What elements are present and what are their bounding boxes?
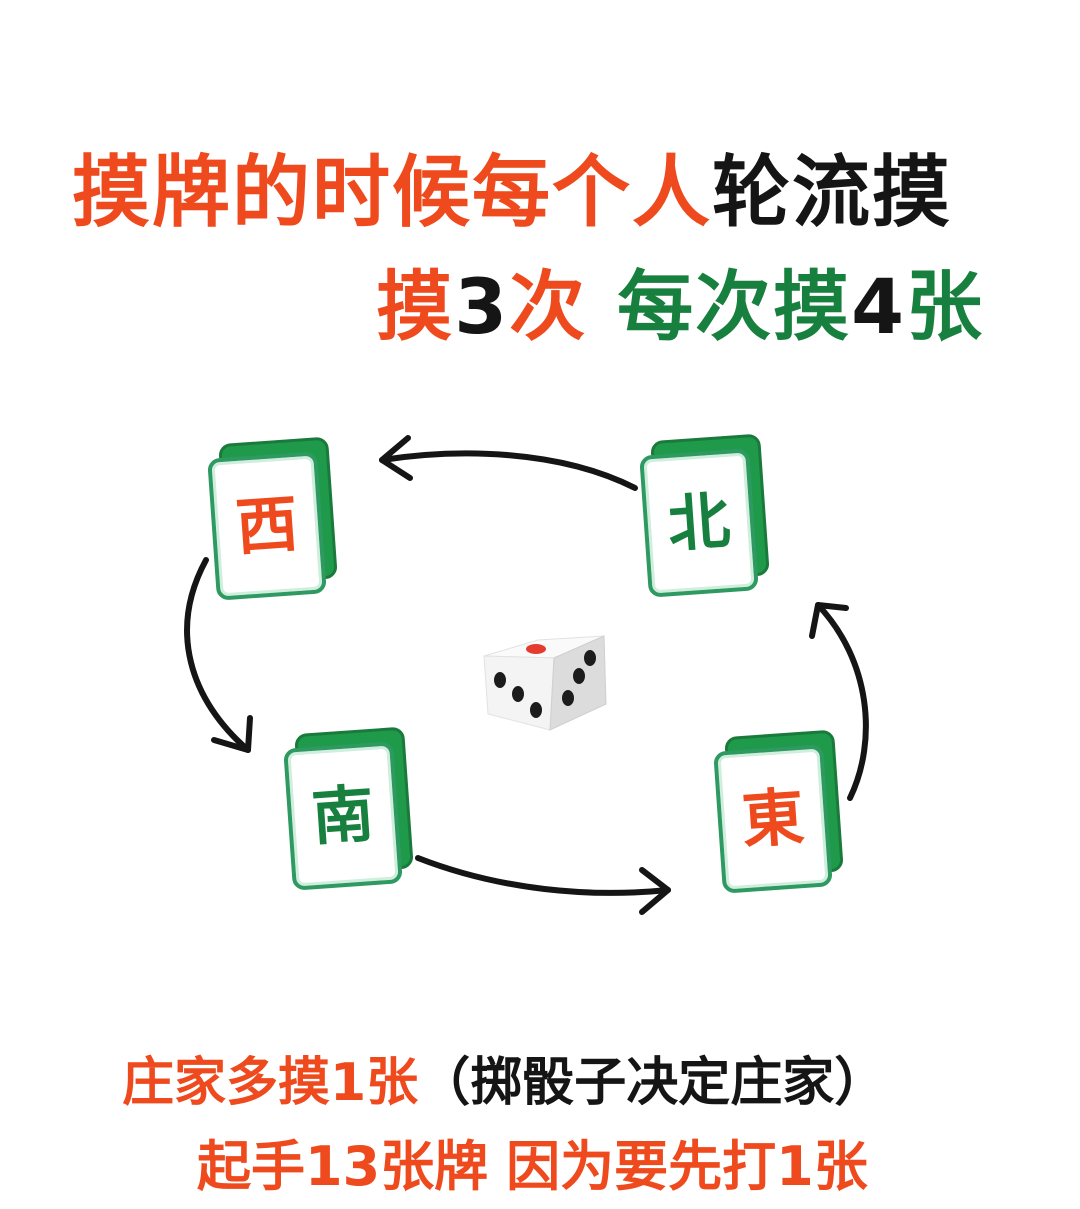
- curved-arrow-icon: [809, 602, 869, 801]
- title-line-2-green-1: 每次摸: [617, 262, 852, 351]
- footer-line-1-black: （掷骰子决定庄家）: [418, 1053, 887, 1113]
- title-line-2-green-2: 张: [906, 262, 984, 351]
- tile-west: 西: [207, 436, 338, 601]
- tile-north: 北: [639, 433, 770, 598]
- tile-north-glyph: 北: [665, 483, 733, 562]
- footer-line-1: 庄家多摸1张（掷骰子决定庄家）: [122, 1040, 886, 1115]
- footer-line-2-red-1: 起手13张牌: [197, 1135, 489, 1198]
- title-line-1-red: 摸牌的时候每个人: [72, 148, 713, 238]
- draw-order-diagram: 西 北 南 東: [0, 400, 1080, 960]
- title-line-1: 摸牌的时候每个人轮流摸: [72, 130, 952, 242]
- tile-east-glyph: 東: [739, 779, 807, 858]
- tile-west-glyph: 西: [233, 486, 301, 565]
- title-line-2-red-2: 次: [509, 262, 588, 351]
- dice-icon: [483, 635, 607, 731]
- title-line-2-black-2: 4: [851, 262, 906, 351]
- tile-south-glyph: 南: [309, 776, 377, 855]
- curved-arrow-icon: [379, 435, 638, 491]
- footer-line-1-red: 庄家多摸1张: [122, 1053, 419, 1113]
- footer-line-2-red-2: 因为要先打1张: [506, 1135, 868, 1198]
- curved-arrow-icon: [415, 855, 671, 915]
- title-line-1-black: 轮流摸: [712, 148, 953, 238]
- title-line-2-red-1: 摸: [376, 262, 455, 351]
- tile-south: 南: [283, 726, 414, 891]
- title-line-2-black-1: 3: [454, 262, 510, 351]
- curved-arrow-icon: [184, 557, 253, 753]
- footer-line-2: 起手13张牌因为要先打1张: [197, 1122, 868, 1201]
- title-line-2: 摸3次每次摸4张: [376, 245, 984, 355]
- tile-east: 東: [713, 729, 844, 894]
- arrows-layer: [184, 435, 869, 915]
